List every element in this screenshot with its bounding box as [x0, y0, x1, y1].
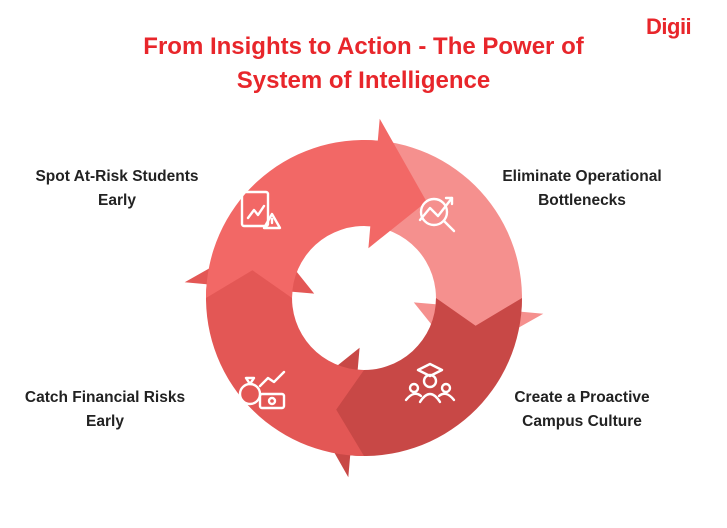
- title-line-1: From Insights to Action - The Power of: [143, 33, 584, 60]
- arrow-financial-risks: [184, 235, 364, 457]
- digii-logo: Digii: [646, 14, 692, 39]
- arrow-proactive-culture: [301, 298, 522, 478]
- report-chart-warning-icon: [240, 190, 282, 230]
- title-line-2: System of Intelligence: [236, 67, 491, 94]
- graduate-group-icon: [404, 362, 456, 404]
- money-growth-icon: [238, 370, 286, 410]
- arrow-spot-at-risk: [206, 118, 427, 298]
- page-title: From Insights to Action - The Power of S…: [0, 30, 727, 98]
- analytics-search-icon: [418, 196, 456, 233]
